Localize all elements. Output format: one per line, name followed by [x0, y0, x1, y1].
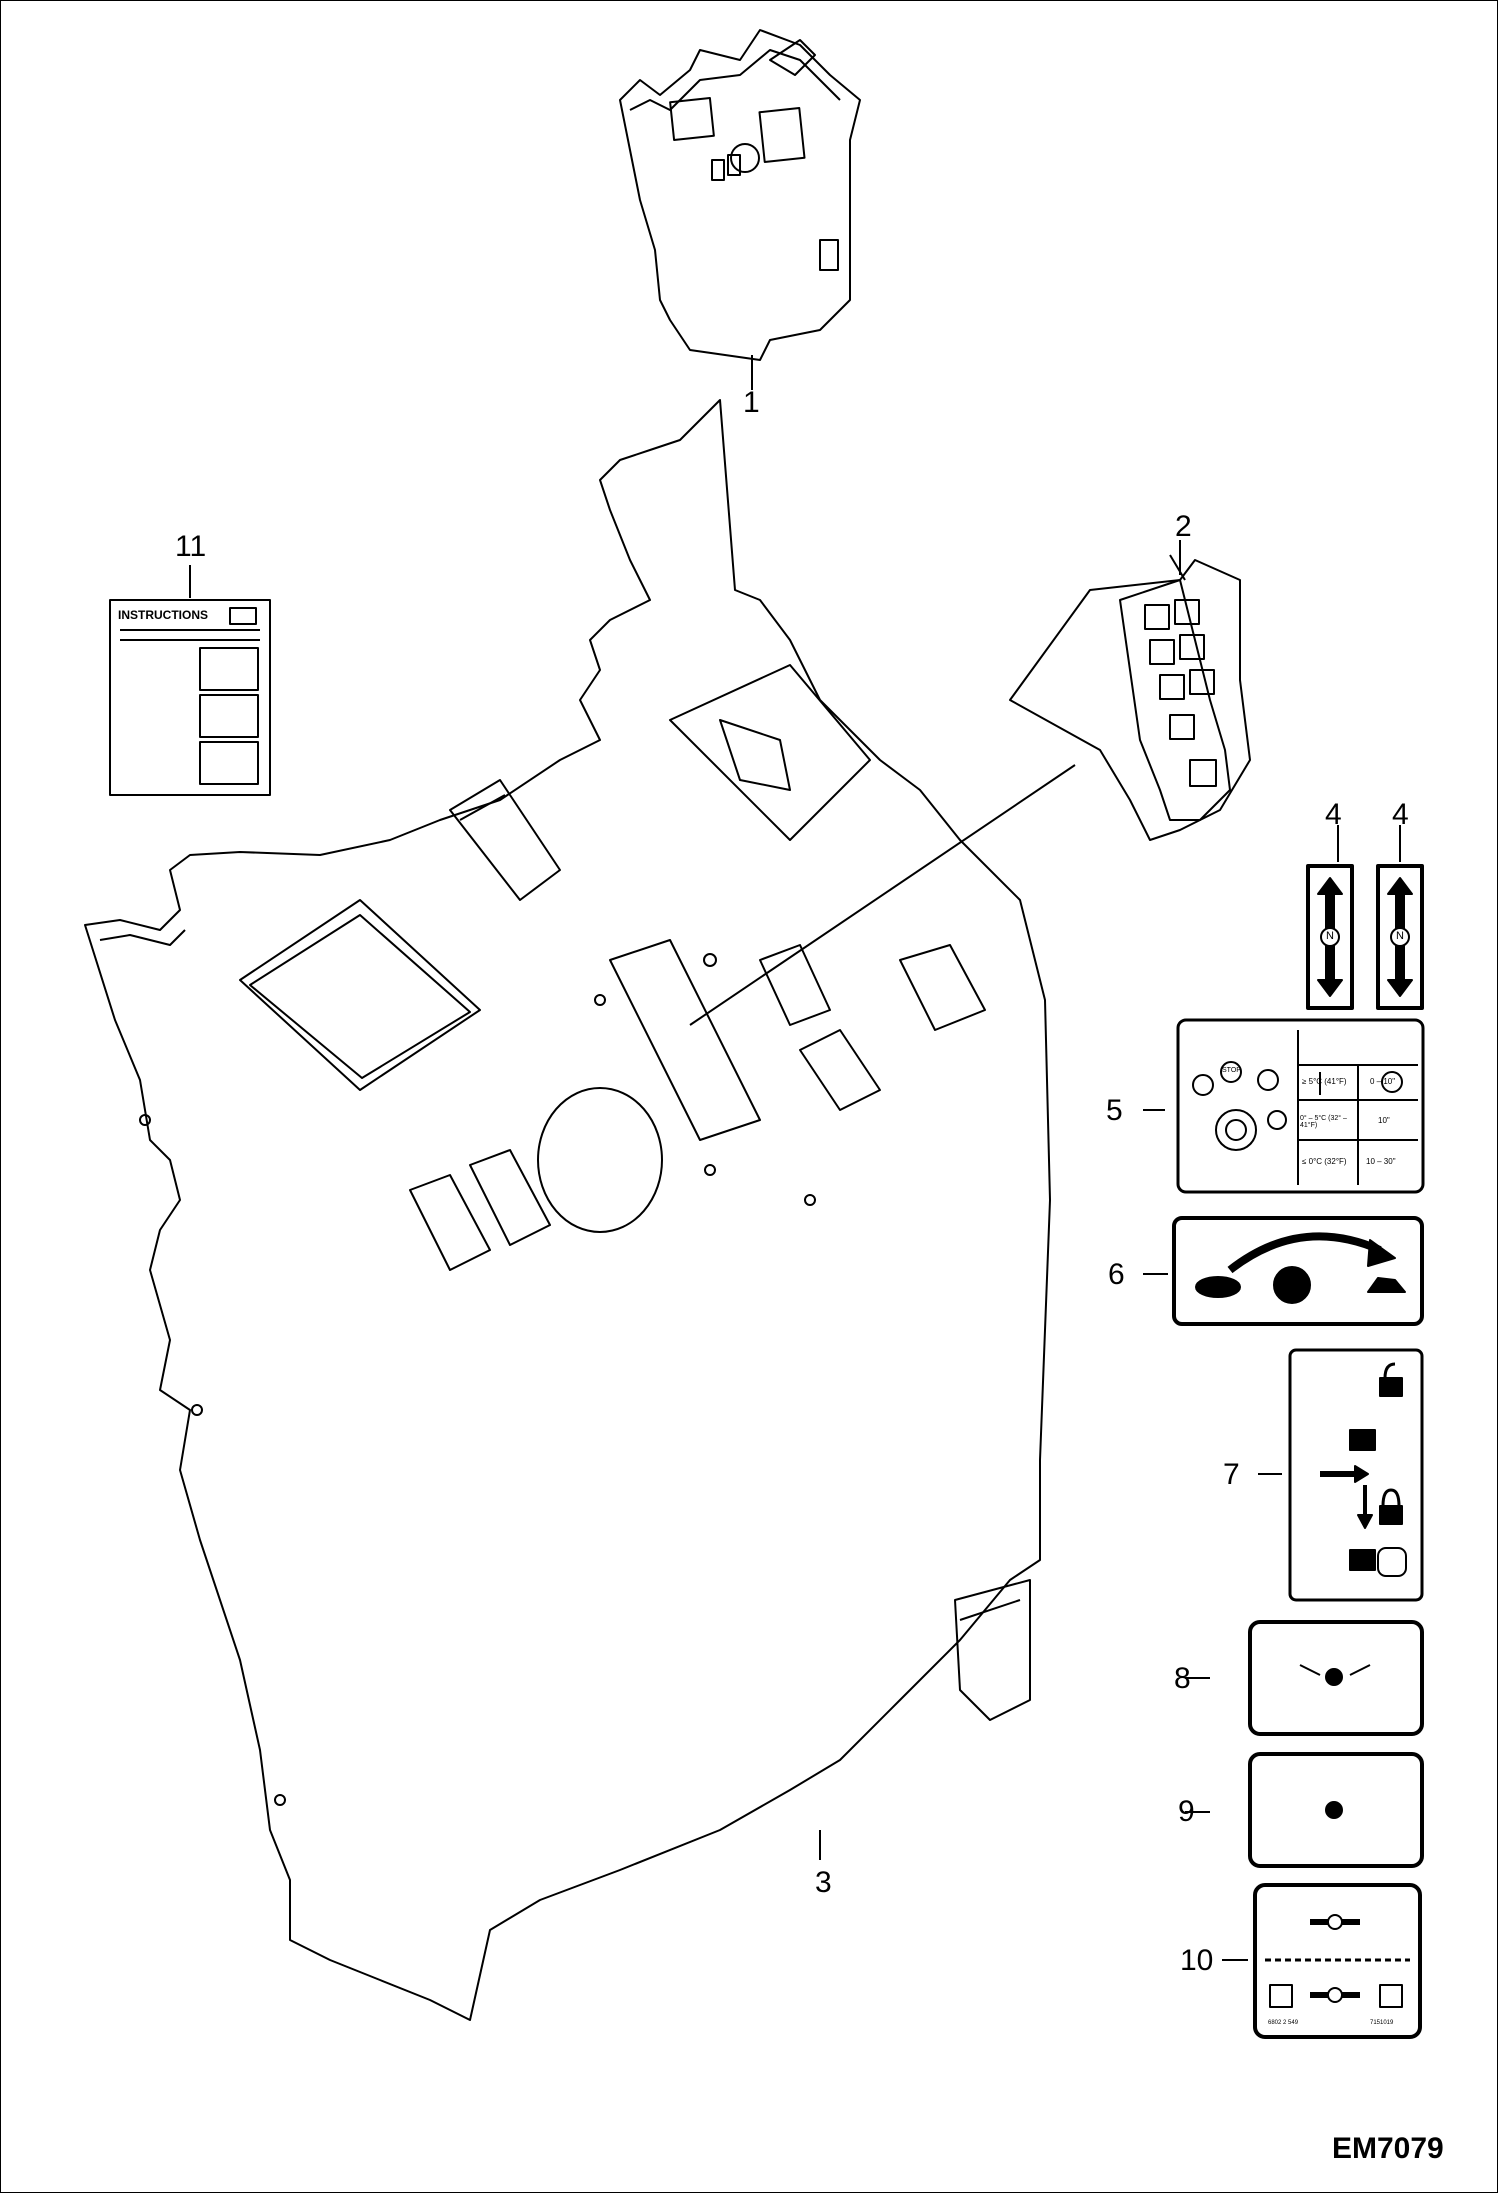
- decal10-part-right: 7151019: [1370, 2020, 1394, 2026]
- part-9-decal: [1185, 1752, 1424, 1868]
- n-label-2: N: [1396, 930, 1404, 942]
- part-7-decal: [1258, 1348, 1424, 1602]
- part-11-instructions: [109, 565, 271, 796]
- decal5-row1-time: 0 – 10": [1370, 1077, 1396, 1086]
- part-10-decal: [1222, 1883, 1422, 2039]
- part-5-decal: [1143, 1018, 1425, 1194]
- instructions-label: INSTRUCTIONS: [118, 608, 208, 622]
- callout-4b: 4: [1392, 798, 1409, 831]
- callout-11: 11: [175, 530, 207, 563]
- decal5-row2-temp: 0° – 5°C (32° – 41°F): [1300, 1115, 1347, 1129]
- part-1-panel: [619, 29, 861, 390]
- decal5-row3-temp: ≤ 0°C (32°F): [1302, 1157, 1347, 1166]
- decal5-row3-time: 10 – 30": [1366, 1157, 1396, 1166]
- callout-4a: 4: [1325, 798, 1342, 831]
- decal10-part-left: 6802 2 549: [1268, 2020, 1299, 2026]
- callout-8: 8: [1174, 1662, 1191, 1695]
- callout-7: 7: [1223, 1458, 1240, 1491]
- callout-9: 9: [1178, 1795, 1195, 1828]
- callout-10: 10: [1180, 1944, 1214, 1977]
- part-2-switch-panel: [689, 540, 1251, 1026]
- callout-2: 2: [1175, 510, 1192, 543]
- part-8-decal: [1185, 1620, 1424, 1736]
- decal5-row2-time: 10": [1378, 1116, 1390, 1125]
- callout-5: 5: [1106, 1094, 1123, 1127]
- figure-code: EM7079: [1332, 2132, 1444, 2165]
- decal5-stop-label: STOP: [1222, 1067, 1241, 1074]
- callout-6: 6: [1108, 1258, 1125, 1291]
- callout-1: 1: [743, 386, 760, 419]
- part-6-decal: [1143, 1216, 1424, 1326]
- n-label-1: N: [1326, 930, 1334, 942]
- part-4-decals: [1306, 825, 1424, 1010]
- callout-3: 3: [815, 1866, 832, 1899]
- part-3-panel: [84, 399, 1051, 2021]
- decal5-row1-temp: ≥ 5°C (41°F): [1302, 1077, 1347, 1086]
